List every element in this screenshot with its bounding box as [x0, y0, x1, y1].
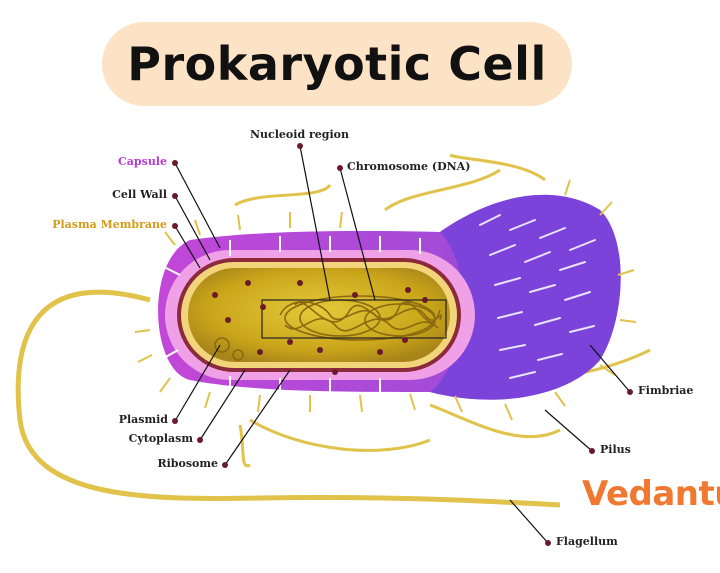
label-ribosome: Ribosome: [157, 457, 218, 470]
vedantu-logo: Vedantu: [582, 474, 720, 514]
label-cytoplasm: Cytoplasm: [128, 432, 193, 445]
label-plasma-membrane: Plasma Membrane: [52, 218, 167, 231]
surface-hairs: [134, 179, 637, 421]
flagellum: [15, 289, 561, 508]
label-chromosome: Chromosome (DNA): [347, 160, 471, 173]
label-nucleoid-region: Nucleoid region: [250, 128, 349, 141]
ribosomes: [212, 280, 428, 375]
label-pilus: Pilus: [600, 443, 631, 456]
label-dots: [172, 143, 633, 546]
label-cell-wall: Cell Wall: [112, 188, 167, 201]
page-title: Prokaryotic Cell: [127, 37, 547, 91]
wall-ticks: [163, 236, 421, 394]
fimbriae-cap: [430, 194, 621, 400]
label-plasmid: Plasmid: [118, 413, 168, 426]
title-banner: Prokaryotic Cell: [102, 22, 572, 106]
leader-lines: [174, 145, 631, 544]
fimbriae: [479, 214, 596, 379]
label-flagellum: Flagellum: [556, 535, 618, 548]
plasmid-ring: [214, 337, 244, 361]
label-capsule: Capsule: [118, 155, 167, 168]
nucleoid-region: [261, 299, 447, 339]
label-fimbriae: Fimbriae: [638, 384, 694, 397]
